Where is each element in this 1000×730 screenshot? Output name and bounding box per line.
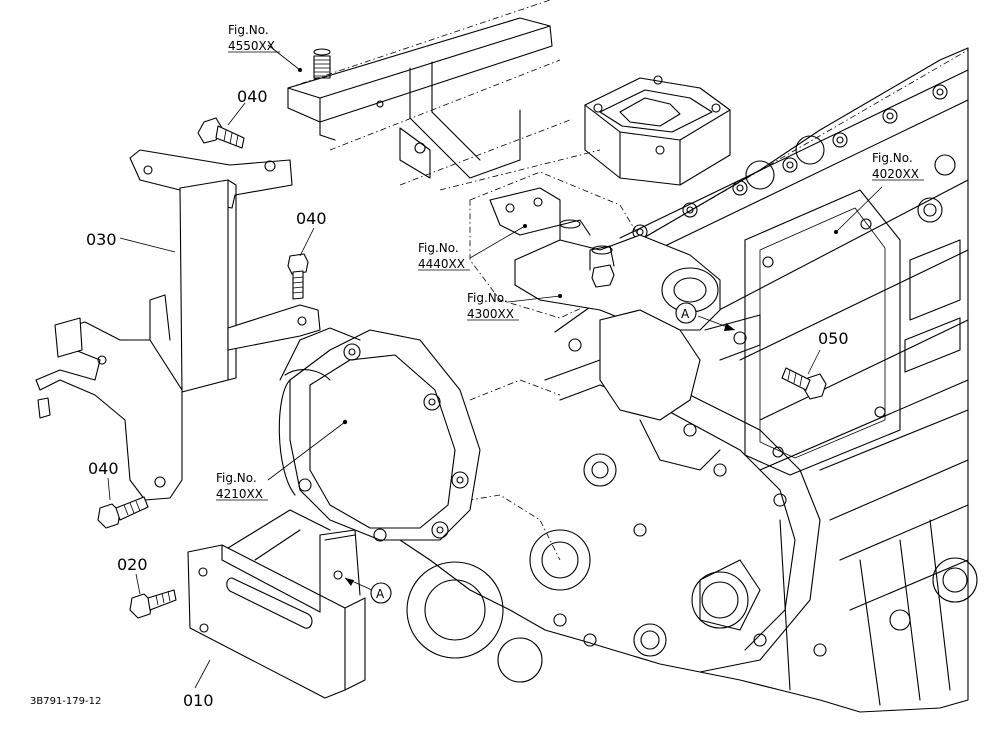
fig-4210-line1: Fig.No. <box>216 471 257 485</box>
label-010: 010 <box>183 691 214 710</box>
housing-4210 <box>278 327 481 542</box>
leader-lines <box>107 44 883 689</box>
assembly-4300-4440 <box>489 187 761 471</box>
label-040-mid: 040 <box>296 209 327 228</box>
fig-4550-line1: Fig.No. <box>228 23 269 37</box>
label-040-low: 040 <box>88 459 119 478</box>
bracket-030 <box>35 149 321 501</box>
reference-markers: A A <box>370 302 697 604</box>
fig-4300-line2: 4300XX <box>467 307 514 321</box>
bracket-010 <box>187 509 366 699</box>
label-020: 020 <box>117 555 148 574</box>
marker-a-upper: A <box>681 307 690 321</box>
bolt-020 <box>129 589 177 619</box>
reference-outlines <box>287 0 969 561</box>
figure-references: Fig.No. 4550XX Fig.No. 4440XX Fig.No. 43… <box>216 23 924 501</box>
label-030: 030 <box>86 230 117 249</box>
marker-a-upper-circle <box>675 302 697 324</box>
drawing-code: 3B791-179-12 <box>30 696 101 707</box>
fig-4550-line2: 4550XX <box>228 39 275 53</box>
fig-4020-line2: 4020XX <box>872 167 919 181</box>
fig-4020-line1: Fig.No. <box>872 151 913 165</box>
leader-dots <box>298 68 838 425</box>
engine-block <box>399 47 978 713</box>
bolt-040-mid <box>287 253 309 300</box>
marker-a-lower-circle <box>370 582 392 604</box>
fig-4210-line2: 4210XX <box>216 487 263 501</box>
top-rail-assembly <box>287 17 553 179</box>
bolt-040-top <box>197 117 245 149</box>
label-050: 050 <box>818 329 849 348</box>
fig-4300-line1: Fig.No. <box>467 291 508 305</box>
fig-4440-line1: Fig.No. <box>418 241 459 255</box>
fig-4440-line2: 4440XX <box>418 257 465 271</box>
part-labels: 040 040 030 040 020 010 050 <box>86 87 849 710</box>
bolt-040-low <box>97 496 149 529</box>
bolt-050 <box>781 367 827 400</box>
marker-a-lower: A <box>376 587 385 601</box>
label-040-top: 040 <box>237 87 268 106</box>
bolt-stud-4440 <box>591 264 615 288</box>
